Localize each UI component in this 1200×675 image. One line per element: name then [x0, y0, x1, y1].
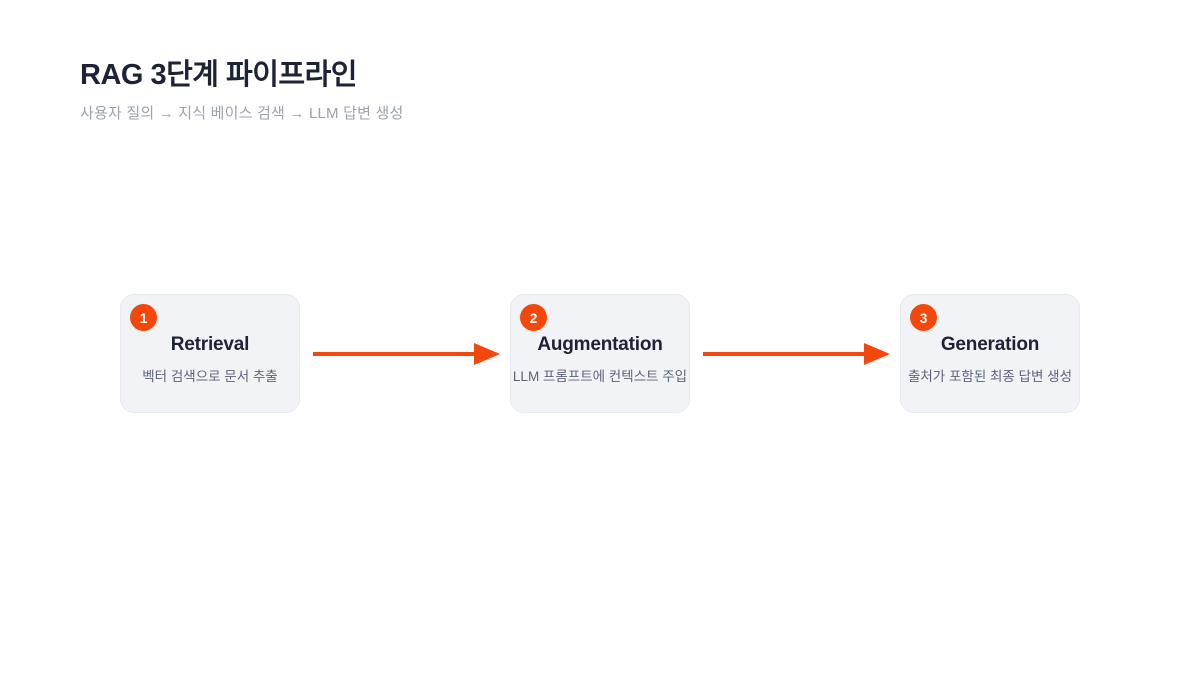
- stage-number-badge: 2: [520, 304, 547, 331]
- stage-title: Retrieval: [170, 334, 250, 355]
- stage-number-badge: 1: [130, 304, 157, 331]
- arrow-right-icon: [311, 340, 501, 368]
- page-subtitle: 사용자 질의 → 지식 베이스 검색 → LLM 답변 생성: [80, 104, 404, 122]
- page-title: RAG 3단계 파이프라인: [80, 59, 357, 91]
- header: RAG 3단계 파이프라인 사용자 질의 → 지식 베이스 검색 → LLM 답…: [80, 58, 404, 123]
- stage-title: Generation: [940, 334, 1040, 355]
- stage-card-augmentation: 2 Augmentation LLM 프롬프트에 컨텍스트 주입: [510, 294, 690, 413]
- stage-description: LLM 프롬프트에 컨텍스트 주입: [512, 369, 688, 384]
- stage-card-retrieval: 1 Retrieval 벡터 검색으로 문서 추출: [120, 294, 300, 413]
- arrow-right-icon: [701, 340, 891, 368]
- stage-title: Augmentation: [537, 334, 663, 355]
- stage-description: 출처가 포함된 최종 답변 생성: [907, 369, 1073, 384]
- stage-number-badge: 3: [910, 304, 937, 331]
- stage-description: 벡터 검색으로 문서 추출: [142, 369, 278, 384]
- stage-card-generation: 3 Generation 출처가 포함된 최종 답변 생성: [900, 294, 1080, 413]
